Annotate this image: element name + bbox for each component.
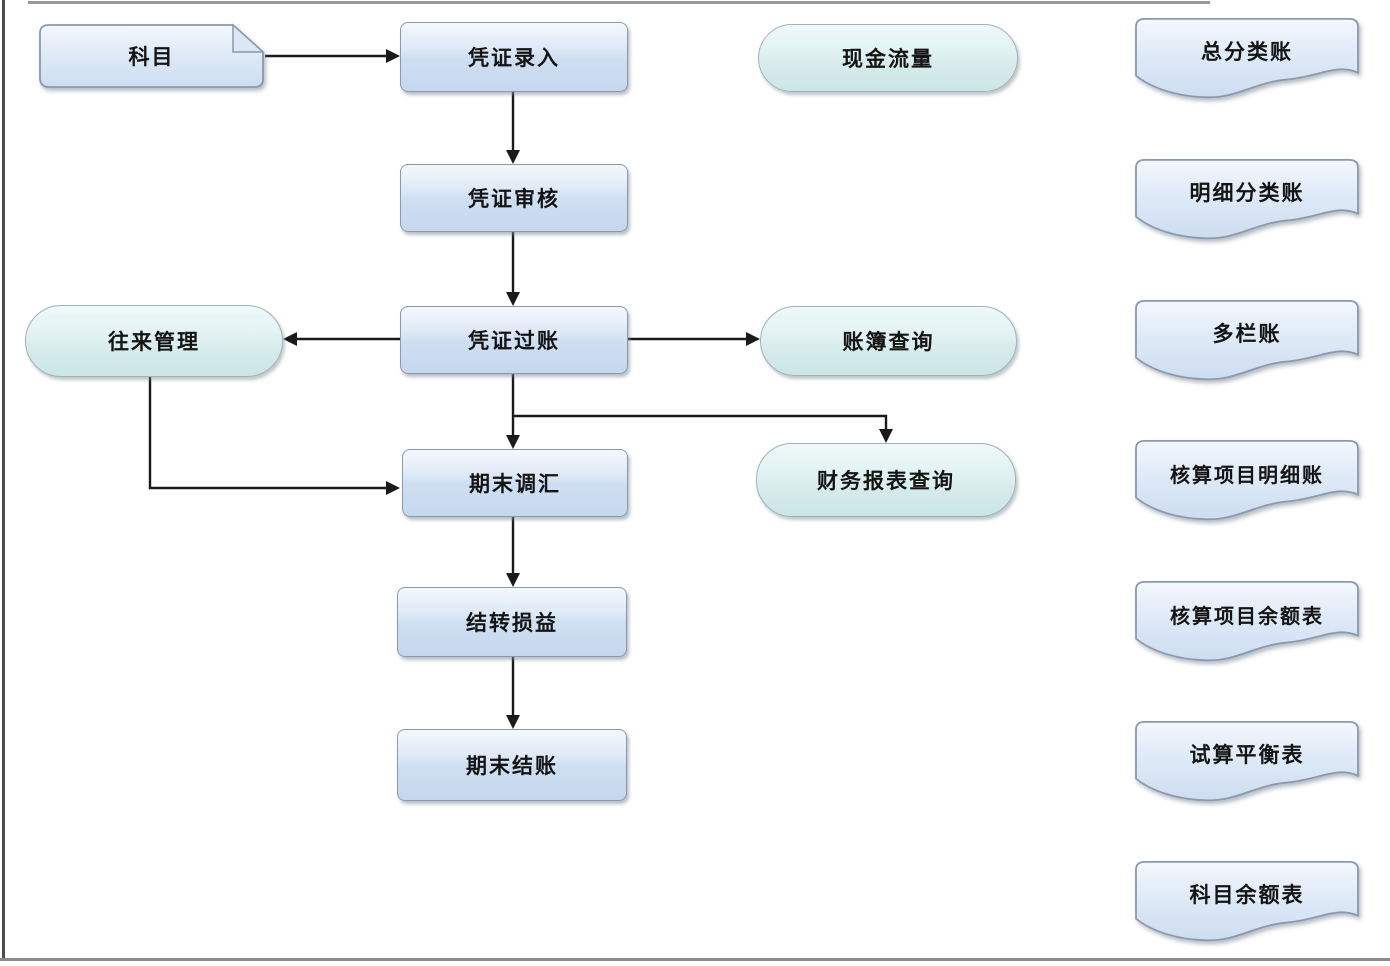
wavy-document-shape-icon: [1135, 581, 1359, 662]
node-label: 结转损益: [466, 612, 558, 635]
node-label: 凭证过账: [468, 330, 560, 353]
wavy-document-shape-icon: [1135, 721, 1359, 802]
node-detail-ledger[interactable]: 明细分类账: [1133, 155, 1361, 245]
node-label: 凭证审核: [468, 188, 560, 211]
node-label: 总分类账: [1201, 41, 1293, 64]
wavy-document-shape-icon: [1135, 861, 1359, 942]
node-voucher-review[interactable]: 凭证审核: [400, 164, 628, 232]
node-contact-management[interactable]: 往来管理: [25, 305, 283, 377]
node-trial-balance[interactable]: 试算平衡表: [1133, 717, 1361, 807]
node-label: 往来管理: [108, 331, 200, 354]
node-general-ledger[interactable]: 总分类账: [1133, 14, 1361, 104]
node-subjects[interactable]: 科目: [38, 22, 265, 90]
node-label: 期末调汇: [469, 473, 561, 496]
bottom-border-line: [0, 958, 1390, 961]
node-period-end-closing[interactable]: 期末结账: [397, 729, 627, 801]
node-label: 多栏账: [1212, 323, 1282, 346]
node-label: 账簿查询: [842, 331, 935, 354]
wavy-document-shape-icon: [1135, 159, 1359, 240]
node-account-balance[interactable]: 科目余额表: [1133, 857, 1361, 947]
node-label: 财务报表查询: [817, 470, 955, 493]
node-label: 明细分类账: [1189, 182, 1305, 205]
dogear-document-shape-icon: [39, 23, 265, 88]
node-multi-column-ledger[interactable]: 多栏账: [1133, 296, 1361, 386]
top-border-line: [28, 1, 1210, 4]
node-item-balance[interactable]: 核算项目余额表: [1133, 577, 1361, 667]
node-label: 核算项目明细账: [1170, 464, 1324, 487]
node-voucher-entry[interactable]: 凭证录入: [400, 22, 628, 92]
node-ledger-query[interactable]: 账簿查询: [760, 306, 1017, 376]
node-period-end-adjustment[interactable]: 期末调汇: [402, 449, 628, 517]
node-label: 科目: [128, 46, 175, 69]
node-carry-forward-pl[interactable]: 结转损益: [397, 587, 627, 657]
node-label: 现金流量: [842, 48, 934, 71]
wavy-document-shape-icon: [1135, 18, 1359, 99]
node-label: 核算项目余额表: [1170, 605, 1324, 628]
node-label: 凭证录入: [468, 47, 560, 70]
node-label: 期末结账: [466, 755, 558, 778]
node-item-detail-ledger[interactable]: 核算项目明细账: [1133, 436, 1361, 526]
node-cash-flow[interactable]: 现金流量: [758, 24, 1018, 92]
left-border-line: [2, 0, 5, 960]
wavy-document-shape-icon: [1135, 440, 1359, 521]
wavy-document-shape-icon: [1135, 300, 1359, 381]
node-financial-report-query[interactable]: 财务报表查询: [756, 443, 1016, 517]
node-label: 试算平衡表: [1189, 744, 1305, 767]
node-label: 科目余额表: [1189, 884, 1305, 907]
node-voucher-posting[interactable]: 凭证过账: [400, 306, 628, 374]
